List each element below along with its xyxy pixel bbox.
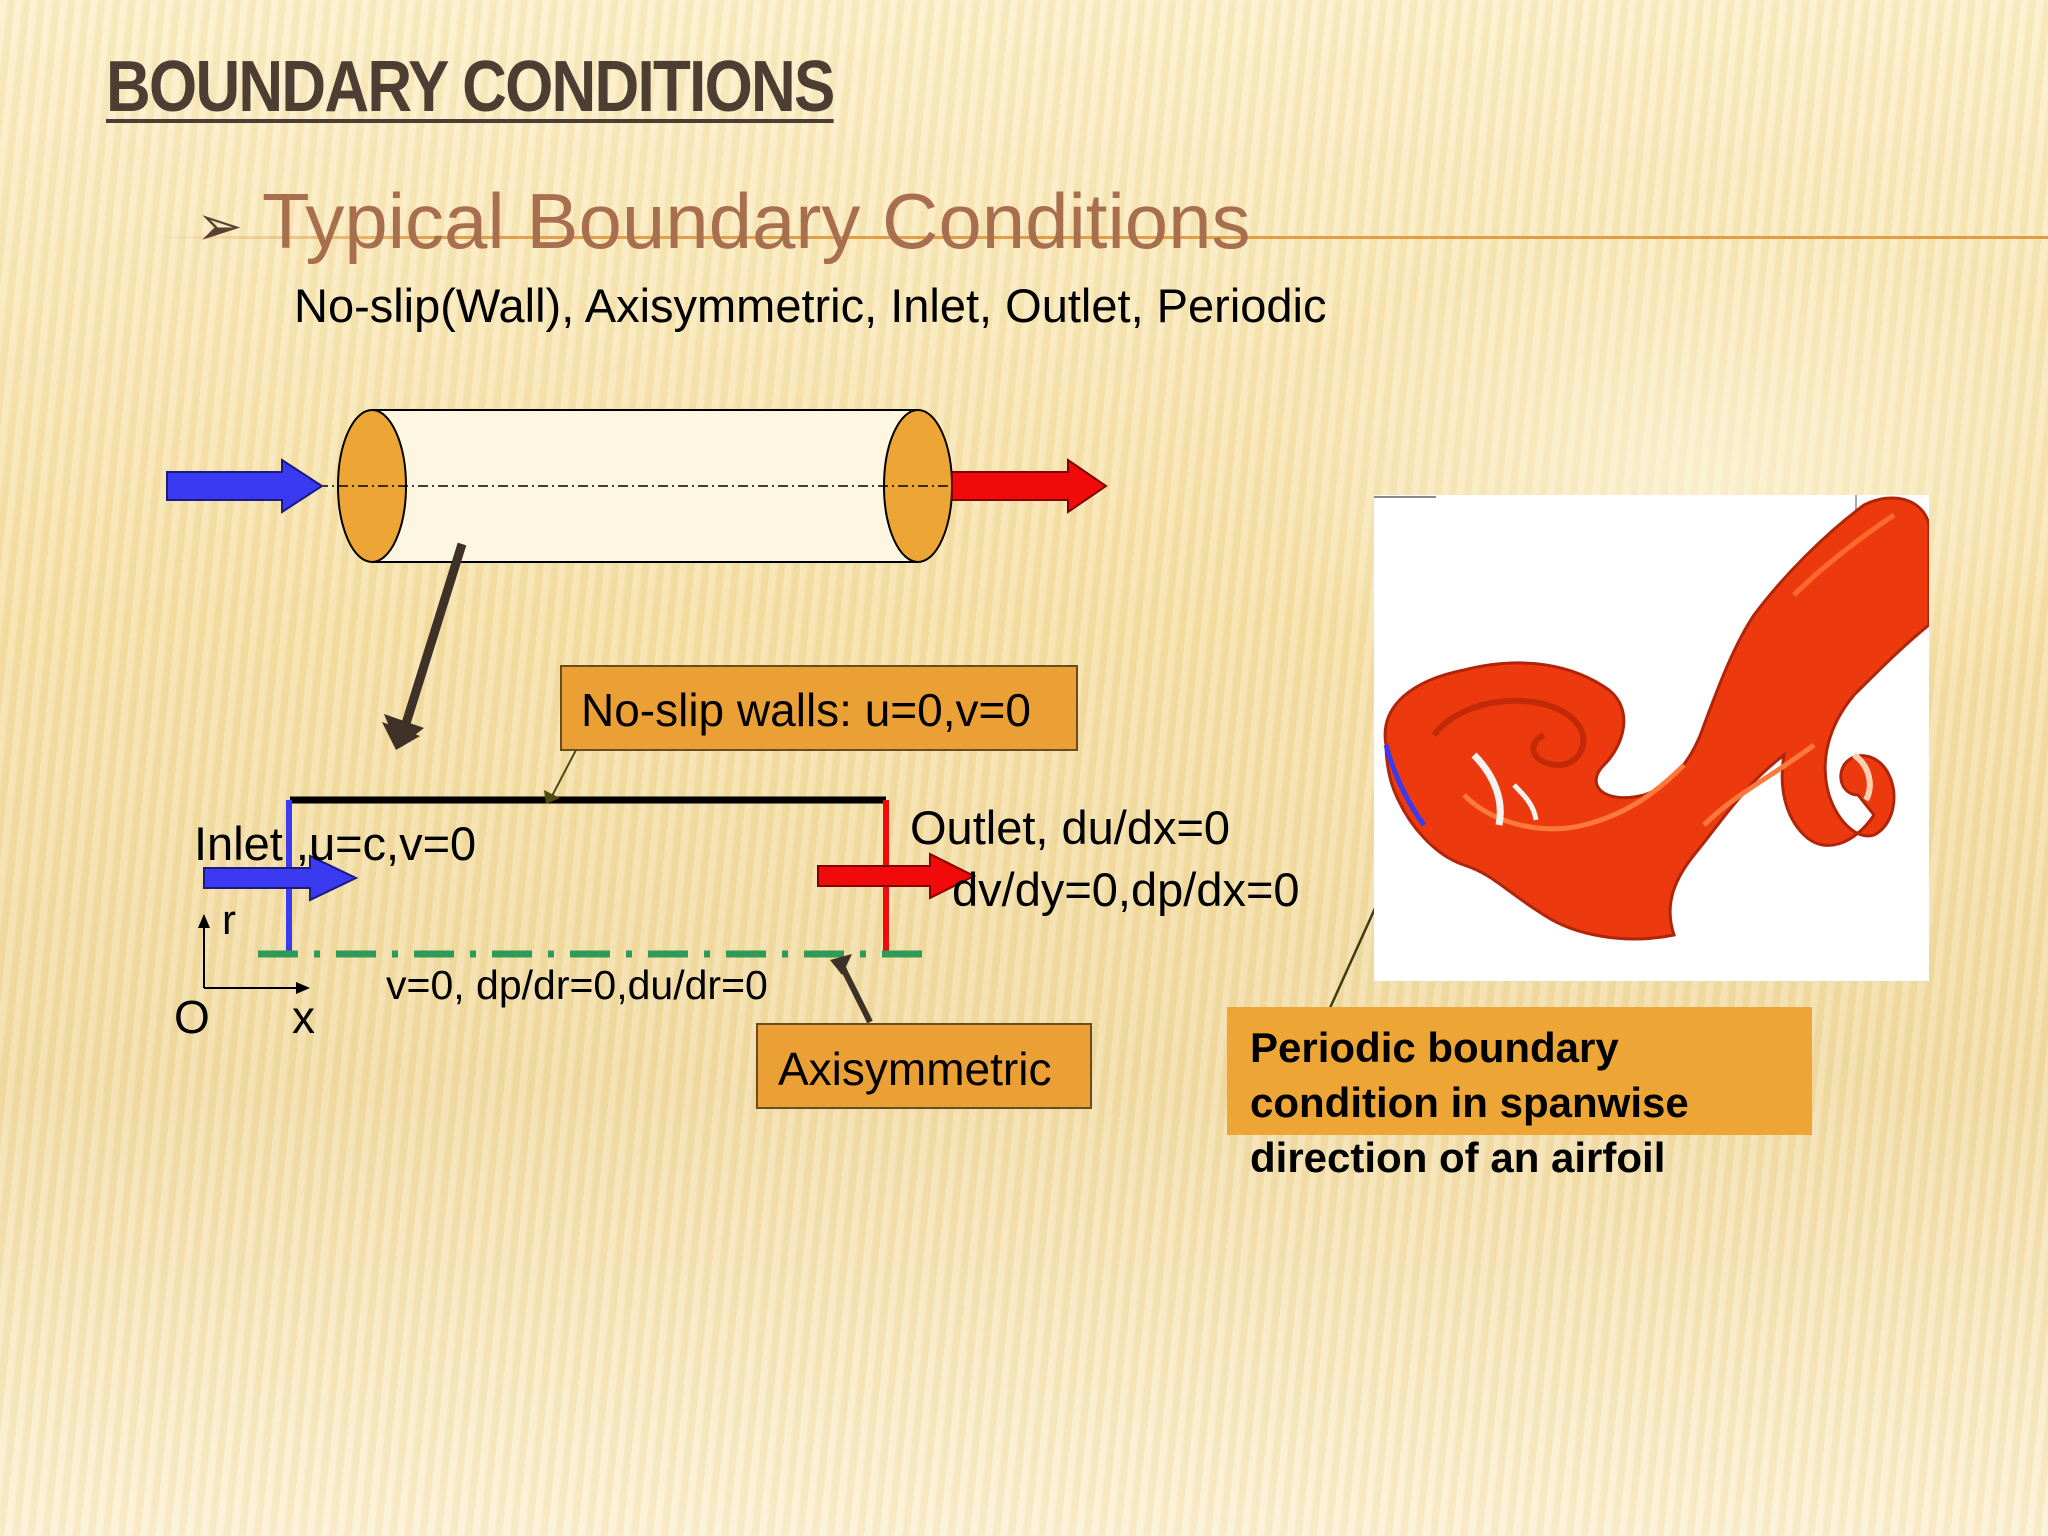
boundary-conditions-list: No-slip(Wall), Axisymmetric, Inlet, Outl… — [294, 279, 1327, 332]
axisymmetric-label: Axisymmetric — [778, 1043, 1052, 1095]
axis-bc-label: v=0, dp/dr=0,du/dr=0 — [386, 962, 768, 1008]
airfoil-vortex-image — [1374, 495, 1929, 981]
tube-outlet-arrow — [951, 458, 1108, 514]
no-slip-leader-head — [544, 790, 560, 804]
no-slip-box: No-slip walls: u=0,v=0 — [560, 665, 1078, 751]
x-axis-label: x — [292, 991, 315, 1043]
bullet-arrow-icon: ➢ — [196, 194, 243, 259]
title-rule — [150, 236, 2048, 239]
section-pointer-line — [399, 542, 467, 732]
slide-subtitle: Typical Boundary Conditions — [262, 177, 1251, 265]
periodic-caption-line-2: condition in spanwise — [1250, 1079, 1689, 1126]
periodic-caption-line-1: Periodic boundary — [1250, 1024, 1619, 1071]
r-axis-label: r — [222, 896, 236, 943]
section-pointer-head-fill — [384, 714, 424, 748]
vortex-illustration — [1374, 495, 1929, 941]
r-axis-head — [198, 914, 210, 928]
periodic-caption-box — [1227, 1007, 1812, 1135]
axisymmetric-leader — [839, 964, 873, 1024]
no-slip-label: No-slip walls: u=0,v=0 — [581, 684, 1031, 736]
slide-title: BOUNDARY CONDITIONS — [106, 47, 835, 127]
inlet-label: Inlet ,u=c,v=0 — [194, 817, 477, 870]
outlet-flow-arrow — [817, 852, 977, 900]
inlet-flow-arrow — [203, 854, 359, 902]
origin-label: O — [174, 991, 210, 1043]
outlet-label-1: Outlet, du/dx=0 — [910, 801, 1231, 854]
x-axis-head — [296, 982, 310, 994]
no-slip-leader — [551, 749, 577, 797]
outlet-label-2: dv/dy=0,dp/dx=0 — [952, 863, 1300, 916]
tube-inlet-arrow — [166, 458, 324, 514]
periodic-caption: Periodic boundary condition in spanwise … — [1250, 1020, 1689, 1185]
periodic-caption-line-3: direction of an airfoil — [1250, 1134, 1666, 1181]
axisymmetric-box: Axisymmetric — [756, 1023, 1092, 1109]
axisymmetric-leader-head — [830, 954, 852, 975]
